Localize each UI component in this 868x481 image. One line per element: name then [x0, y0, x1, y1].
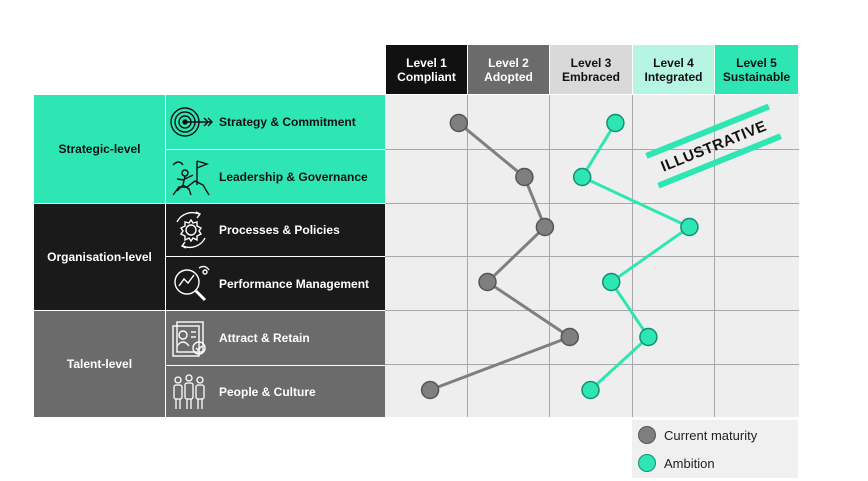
- ambition-point-2: [572, 167, 592, 187]
- group-talent-label: Talent-level: [66, 357, 133, 371]
- dimension-row-processes: Processes & Policies: [166, 204, 385, 256]
- ambition-point-5: [639, 327, 658, 347]
- dimension-label-people: People & Culture: [219, 384, 316, 399]
- level-1-title: Level 1: [406, 55, 447, 70]
- dimension-label-strategy: Strategy & Commitment: [219, 115, 356, 129]
- candidate-profile-icon: [166, 311, 216, 365]
- dimension-label-attract: Attract & Retain: [219, 331, 310, 345]
- level-3-title: Level 3: [570, 55, 612, 70]
- dimension-row-attract: Attract & Retain: [166, 311, 385, 365]
- group-strategic-label: Strategic-level: [58, 142, 141, 156]
- group-organisation-level: Organisation-level: [34, 204, 165, 310]
- climbing-flag-icon: [166, 150, 216, 203]
- group-organisation-label: Organisation-level: [47, 250, 152, 264]
- level-2-header: Level 2 Adopted: [468, 45, 549, 94]
- level-1-subtitle: Compliant: [397, 69, 456, 84]
- people-group-icon: [166, 366, 216, 417]
- level-5-subtitle: Sustainable: [722, 69, 791, 84]
- current-maturity-points: [420, 113, 579, 400]
- current-point-1: [449, 113, 469, 133]
- legend: Current maturity Ambition: [632, 420, 798, 478]
- current-point-3: [535, 217, 555, 237]
- level-5-header: Level 5 Sustainable: [715, 45, 798, 94]
- dimension-label-leadership: Leadership & Governance: [219, 169, 368, 184]
- current-point-4: [478, 272, 497, 292]
- level-4-header: Level 4 Integrated: [633, 45, 714, 94]
- ambition-point-6: [581, 380, 600, 400]
- dimension-row-strategy: Strategy & Commitment: [166, 95, 385, 149]
- group-strategic-level: Strategic-level: [34, 95, 165, 203]
- gear-cycle-icon: [166, 204, 216, 256]
- legend-item-ambition: Ambition: [638, 454, 715, 472]
- ambition-points: [572, 113, 699, 400]
- ambition-line: [580, 122, 693, 392]
- ambition-point-3: [680, 217, 699, 237]
- maturity-grid: [385, 95, 799, 417]
- current-point-2: [515, 167, 534, 187]
- legend-ambition-label: Ambition: [664, 455, 715, 471]
- legend-current-label: Current maturity: [664, 427, 758, 443]
- level-4-title: Level 4: [653, 55, 694, 70]
- dimension-row-people: People & Culture: [166, 366, 385, 417]
- level-3-header: Level 3 Embraced: [550, 45, 632, 94]
- magnifier-chart-icon: [166, 257, 216, 310]
- current-maturity-line: [429, 121, 574, 392]
- grid-lines: [385, 95, 799, 417]
- current-point-5: [560, 327, 579, 347]
- legend-ambition-swatch: [638, 454, 656, 472]
- current-point-6: [420, 380, 440, 400]
- dimension-row-performance: Performance Management: [166, 257, 385, 310]
- ambition-point-4: [602, 272, 621, 292]
- dimension-label-processes: Processes & Policies: [219, 223, 340, 237]
- dimension-label-performance: Performance Management: [219, 276, 370, 291]
- level-1-header: Level 1 Compliant: [386, 45, 467, 94]
- legend-item-current: Current maturity: [638, 426, 757, 444]
- dimension-row-leadership: Leadership & Governance: [166, 150, 385, 203]
- level-4-subtitle: Integrated: [644, 69, 703, 84]
- level-2-title: Level 2: [488, 55, 529, 70]
- level-3-subtitle: Embraced: [561, 69, 621, 84]
- level-2-subtitle: Adopted: [484, 69, 533, 84]
- target-icon: [166, 95, 216, 149]
- ambition-point-1: [606, 113, 625, 133]
- legend-current-swatch: [638, 426, 656, 444]
- level-5-title: Level 5: [736, 55, 777, 70]
- group-talent-level: Talent-level: [34, 311, 165, 417]
